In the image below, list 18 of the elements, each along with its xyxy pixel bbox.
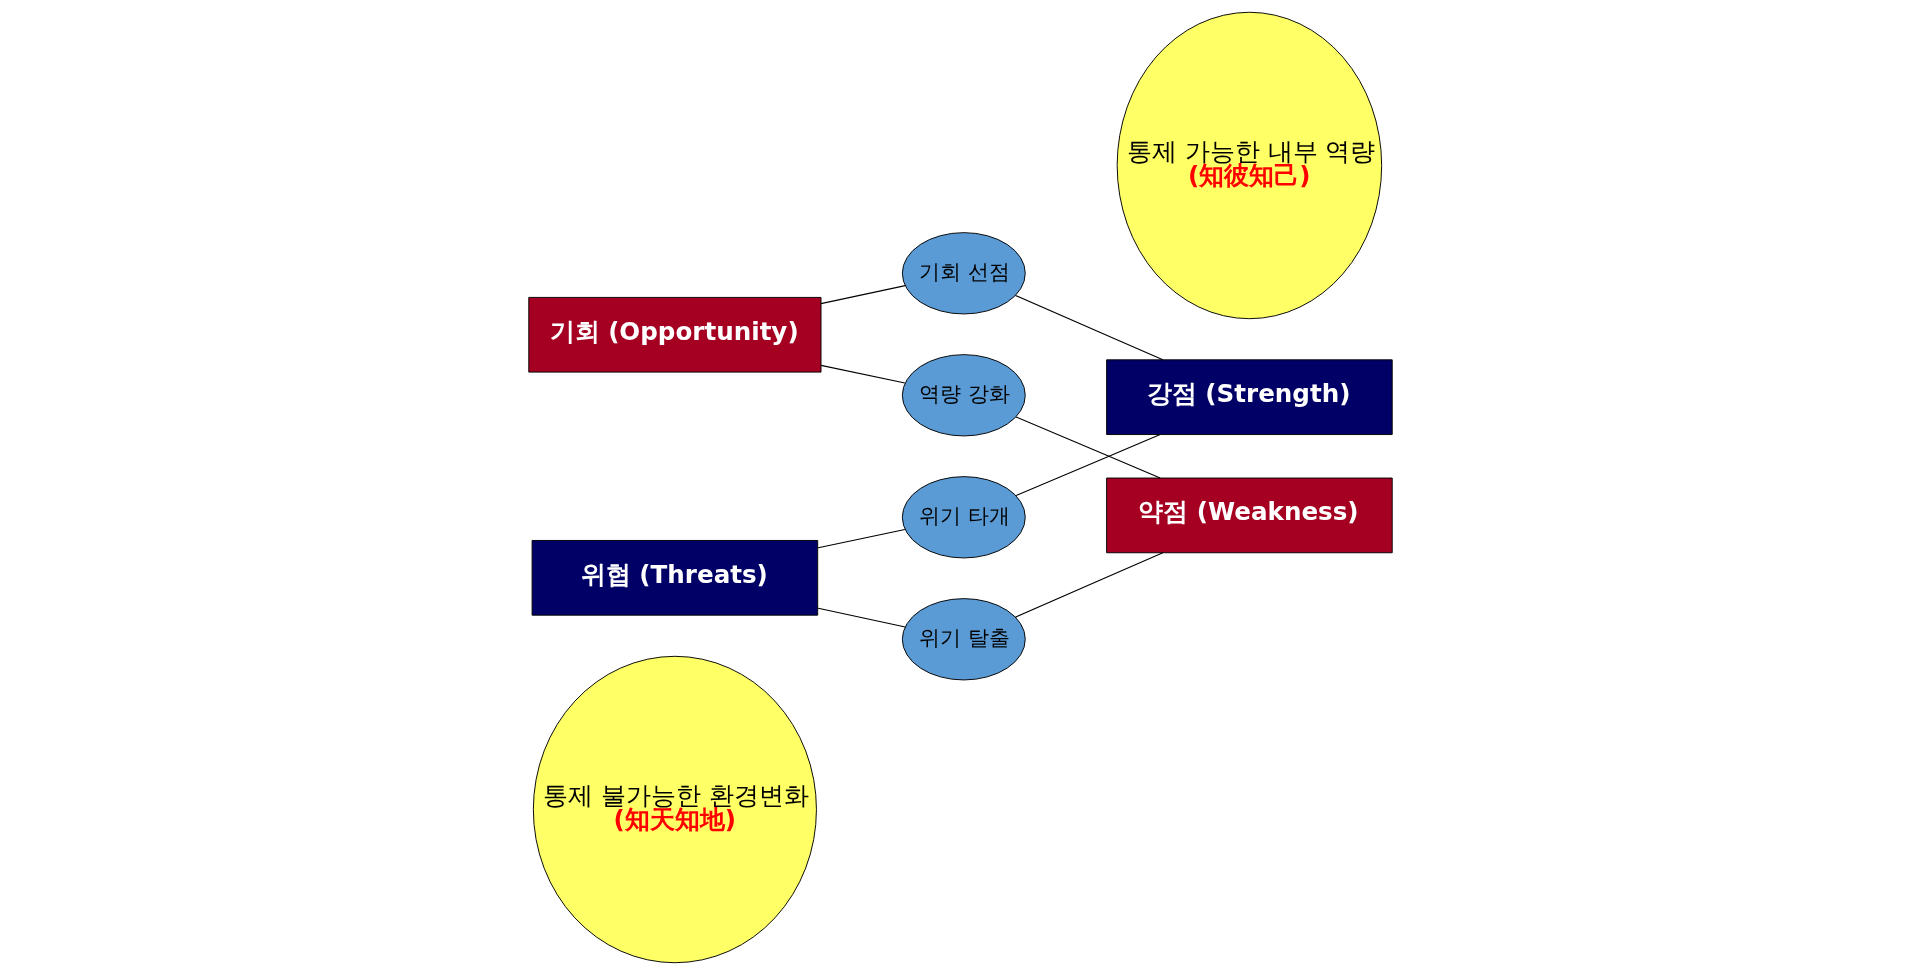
node-box: 약점 (Weakness) (1105, 477, 1393, 554)
connector (1015, 416, 1161, 479)
connector (817, 528, 905, 549)
connector (819, 364, 905, 384)
node-box: 기회 (Opportunity) (527, 296, 821, 373)
node-ellipse: 역량 강화 (901, 354, 1026, 437)
connector (1014, 294, 1163, 361)
connector (1015, 434, 1161, 497)
node-ellipse: 기회 선점 (901, 232, 1026, 315)
node-box: 위협 (Threats) (531, 540, 818, 616)
node-ellipse: 통제 가능한 내부 역량 (知彼知己) (1116, 11, 1382, 320)
node-circle: 통제 불가능한 환경변화 (知天知地) (532, 655, 817, 964)
node-box: 강점 (Strength) (1105, 359, 1393, 435)
node-ellipse: 위기 탈출 (901, 598, 1026, 681)
connector (817, 607, 906, 628)
connector (819, 285, 906, 305)
connector (1014, 552, 1163, 618)
node-ellipse: 위기 타개 (901, 476, 1026, 559)
